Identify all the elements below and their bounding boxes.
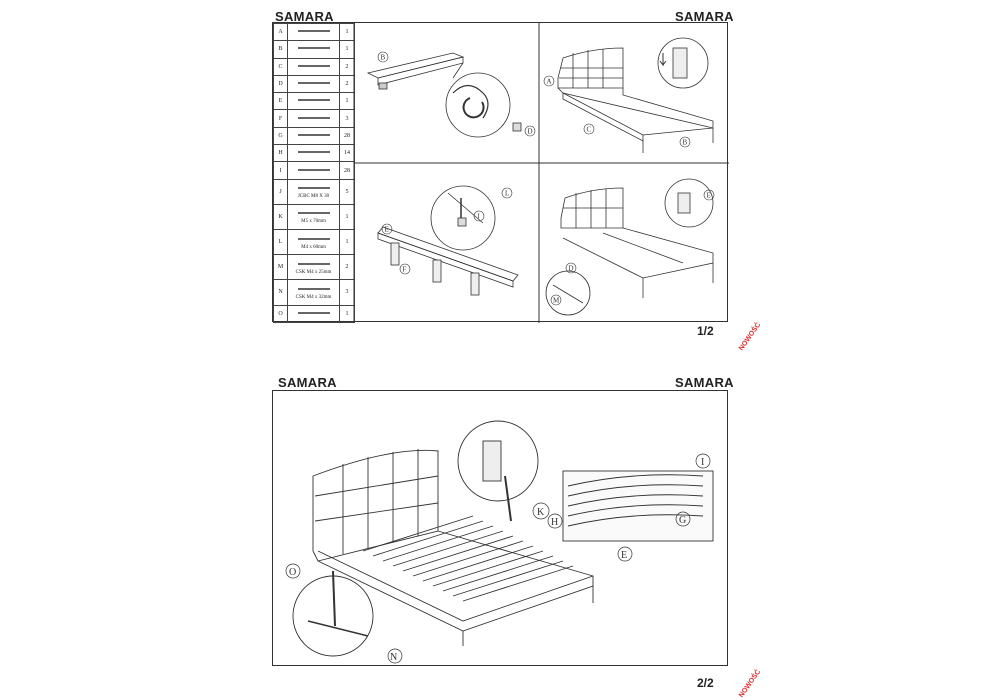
panel-bed-headboard (557, 37, 714, 153)
panel-bed-center (545, 178, 714, 316)
panel3-label-a: A (547, 78, 552, 86)
panel3-label-b: B (683, 139, 688, 147)
panel2-label-b: B (381, 54, 386, 62)
part-icon: M5 x 70mm (287, 203, 340, 231)
panel-center-rail (377, 185, 519, 296)
panel5-label-m: M (553, 297, 560, 305)
panel5-label-e: E (707, 192, 711, 200)
part-note: JCBC M8 X 30 (297, 194, 330, 200)
part-note: CSK M4 x 25mm (295, 269, 332, 275)
callout-k: K (537, 507, 545, 518)
page1-panels: B D A C B (353, 23, 729, 323)
page2-title-left: SAMARA (278, 375, 337, 390)
bed-assembled (292, 420, 714, 657)
callout-o: O (289, 567, 296, 578)
callout-n: N (390, 652, 397, 663)
part-icon (287, 304, 340, 324)
callout-e: E (621, 550, 627, 561)
page2-drawing: K I H G E O N (285, 420, 714, 664)
page1-stamp: NOWOŚĆ (738, 321, 763, 353)
part-note: CSK M4 x 32mm (295, 294, 332, 300)
page2-number: 2/2 (697, 676, 714, 690)
callout-g: G (679, 515, 686, 526)
page2-frame: K I H G E O N (272, 390, 728, 666)
page1-number: 1/2 (697, 324, 714, 338)
page2-title-right: SAMARA (675, 375, 734, 390)
panel2-label-d: D (528, 128, 533, 136)
panel5-label-d: D (569, 265, 574, 273)
part-note: M4 x 60mm (301, 244, 326, 250)
part-icon (287, 161, 340, 180)
callout-i: I (701, 457, 704, 468)
part-letter: J (273, 178, 288, 205)
part-note: M5 x 70mm (301, 219, 326, 225)
panel4-label-e: E (385, 226, 389, 234)
panel4-label-l: L (505, 190, 509, 198)
part-qty: 1 (339, 229, 355, 256)
page2-stamp: NOWOŚĆ (738, 668, 763, 700)
page1-title-right: SAMARA (675, 9, 734, 24)
panel-rail-bracket (366, 52, 522, 138)
part-icon: M4 x 60mm (287, 229, 340, 256)
page1-title-left: SAMARA (275, 9, 334, 24)
panel3-label-c: C (587, 126, 592, 134)
callout-h: H (551, 517, 558, 528)
panel4-label-j: J (477, 213, 480, 221)
panel4-label-f: F (403, 266, 407, 274)
